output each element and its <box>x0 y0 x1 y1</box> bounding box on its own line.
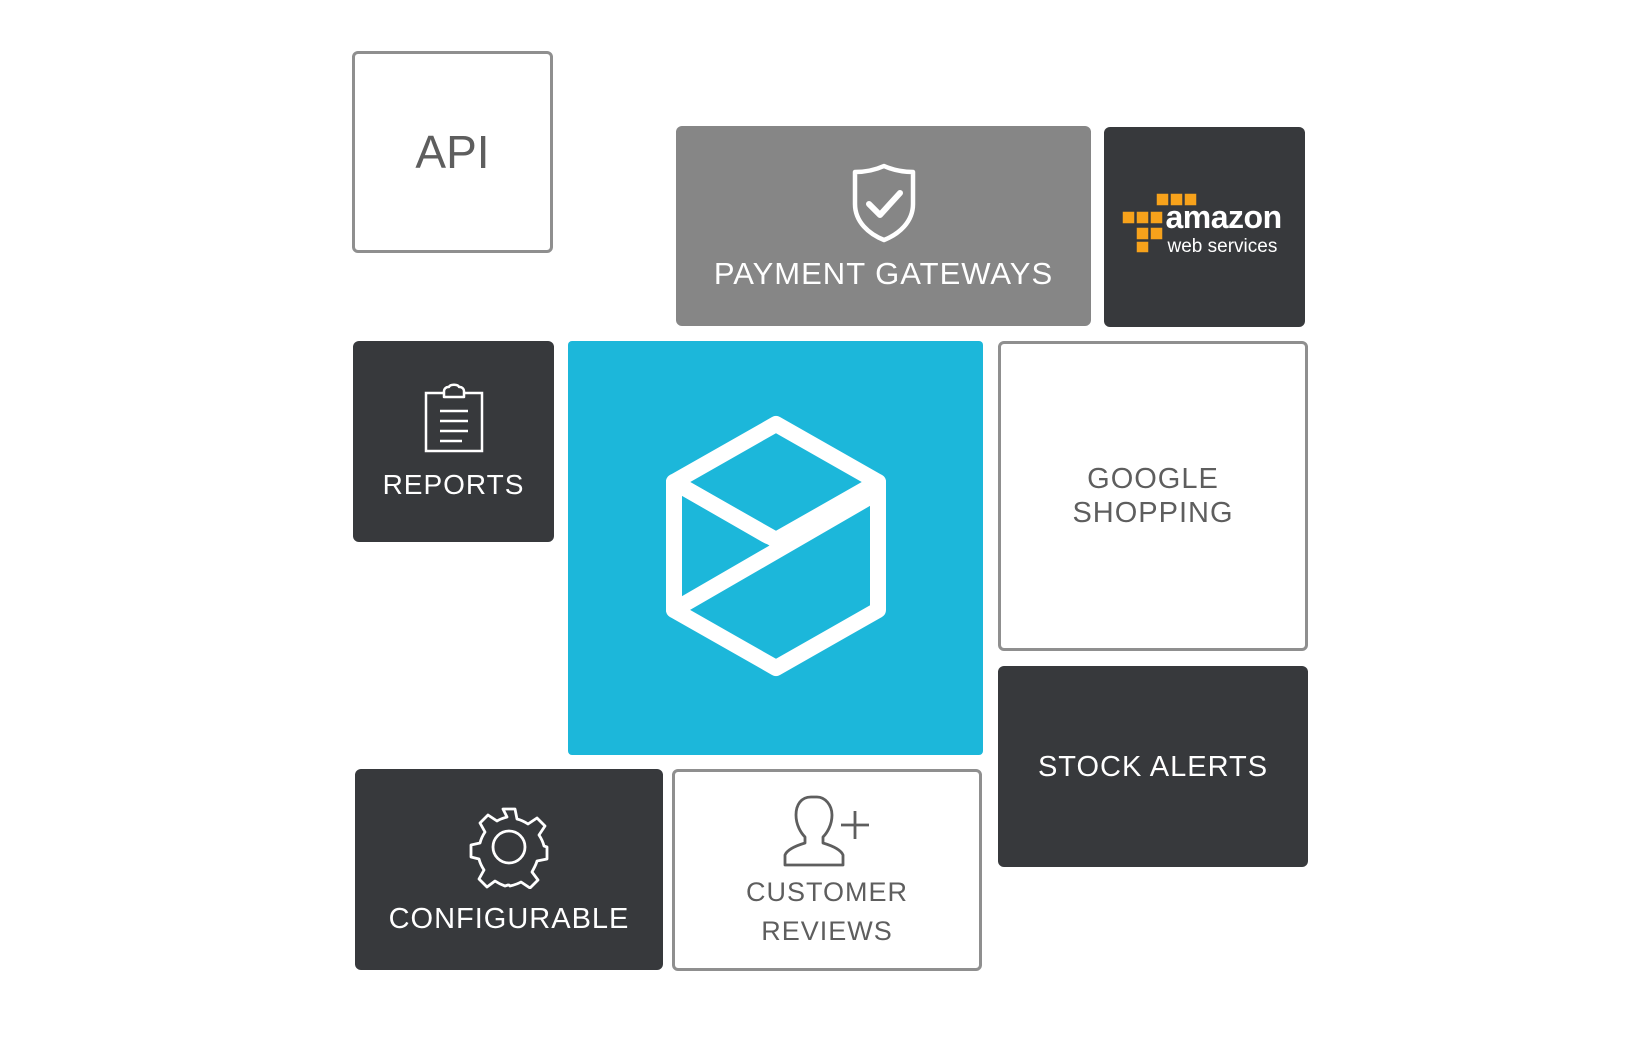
customer-reviews-tile: CUSTOMER REVIEWS <box>672 769 982 971</box>
customer-reviews-label-line1: CUSTOMER <box>745 877 908 907</box>
aws-tile: amazon web services <box>1104 127 1305 327</box>
configurable-label: CONFIGURABLE <box>388 902 630 935</box>
api-label: API <box>415 126 490 178</box>
aws-cubes-icon <box>1120 192 1198 254</box>
configurable-tile: CONFIGURABLE <box>355 769 663 970</box>
aws-logo-text: amazon <box>1165 199 1283 235</box>
stock-alerts-label: STOCK ALERTS <box>1037 750 1269 783</box>
google-shopping-tile: GOOGLE SHOPPING <box>998 341 1308 651</box>
add-user-icon <box>783 795 869 867</box>
shield-check-icon <box>852 163 915 243</box>
customer-reviews-label-line2: REVIEWS <box>761 916 893 946</box>
api-tile: API <box>352 51 553 253</box>
payment-gateways-label: PAYMENT GATEWAYS <box>713 256 1054 291</box>
aws-logo-subtext: web services <box>1167 236 1278 257</box>
gear-icon <box>469 807 549 889</box>
reports-tile: REPORTS <box>353 341 554 542</box>
center-logo-tile <box>568 341 983 755</box>
payment-gateways-tile: PAYMENT GATEWAYS <box>676 126 1091 326</box>
reports-label: REPORTS <box>382 468 525 500</box>
hexagon-box-logo-icon <box>665 416 886 676</box>
stock-alerts-tile: STOCK ALERTS <box>998 666 1308 867</box>
clipboard-icon <box>424 383 483 452</box>
google-shopping-label-line2: SHOPPING <box>1072 497 1234 529</box>
google-shopping-label-line1: GOOGLE <box>1087 463 1219 495</box>
aws-logo: amazon web services <box>1120 191 1290 263</box>
